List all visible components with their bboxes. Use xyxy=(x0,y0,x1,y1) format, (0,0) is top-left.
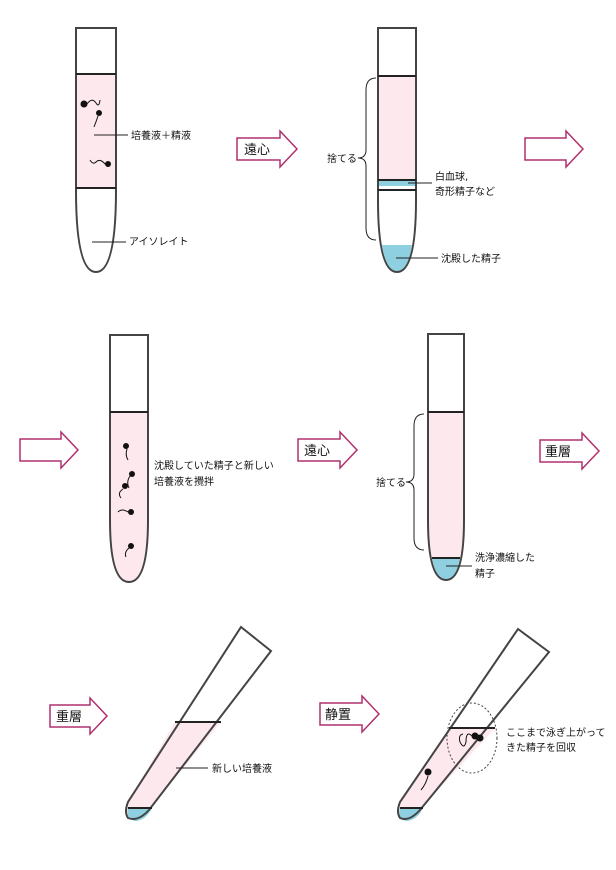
sperm xyxy=(127,471,135,489)
label-stir-2: 培養液を攪拌 xyxy=(154,475,214,488)
tube-3: 沈殿していた精子と新しい 培養液を攪拌 xyxy=(109,334,274,584)
label-discard-2: 捨てる xyxy=(376,476,406,489)
tube-5: 新しい培養液 xyxy=(125,625,273,821)
label-precipitated: 沈殿した精子 xyxy=(441,252,501,265)
arrow-layer-1: 重層 xyxy=(539,431,601,471)
label-isolate: アイソレイト xyxy=(129,237,189,248)
sperm-cluster xyxy=(458,732,484,747)
label-swimup-1: ここまで泳ぎ上がって xyxy=(506,726,606,739)
label-washed-1: 洗浄濃縮した xyxy=(475,551,535,564)
label-stir-1: 沈殿していた精子と新しい xyxy=(154,459,274,472)
arrow-label-centrifuge-2: 遠心 xyxy=(304,444,330,459)
sperm xyxy=(80,99,101,108)
arrow-next-row xyxy=(524,129,585,169)
tube-6: ここまで泳ぎ上がって きた精子を回収 xyxy=(397,627,606,821)
label-wbc-2: 奇形精子など xyxy=(435,185,495,198)
arrow-centrifuge-2: 遠心 xyxy=(297,430,359,470)
sperm xyxy=(89,159,111,167)
arrow-from-previous-row xyxy=(19,430,80,470)
arrow-label-layer-1: 重層 xyxy=(545,444,571,460)
label-medium-sperm: 培養液＋精液 xyxy=(131,129,191,142)
tube-1: 培養液＋精液 アイソレイト xyxy=(75,27,191,274)
label-swimup-2: きた精子を回収 xyxy=(506,741,576,754)
label-wbc-1: 白血球, xyxy=(435,170,468,183)
tube-2: 捨てる 白血球, 奇形精子など 沈殿した精子 xyxy=(327,27,501,274)
sperm xyxy=(117,509,134,515)
sperm xyxy=(123,443,129,461)
arrow-label-rest: 静置 xyxy=(325,708,351,723)
sperm xyxy=(124,543,134,558)
label-new-medium: 新しい培養液 xyxy=(212,762,272,775)
arrow-label-layer-2: 重層 xyxy=(56,709,82,725)
arrow-label-centrifuge-1: 遠心 xyxy=(244,143,270,158)
sperm xyxy=(420,768,432,791)
sperm xyxy=(118,483,128,499)
tube-4: 捨てる 洗浄濃縮した 精子 xyxy=(376,333,535,582)
collection-zone xyxy=(446,702,498,774)
sperm xyxy=(93,110,102,128)
label-washed-2: 精子 xyxy=(475,567,495,580)
arrow-rest: 静置 xyxy=(319,694,381,734)
label-discard-1: 捨てる xyxy=(327,152,357,165)
arrow-layer-2: 重層 xyxy=(49,696,109,736)
arrow-centrifuge-1: 遠心 xyxy=(236,129,299,169)
